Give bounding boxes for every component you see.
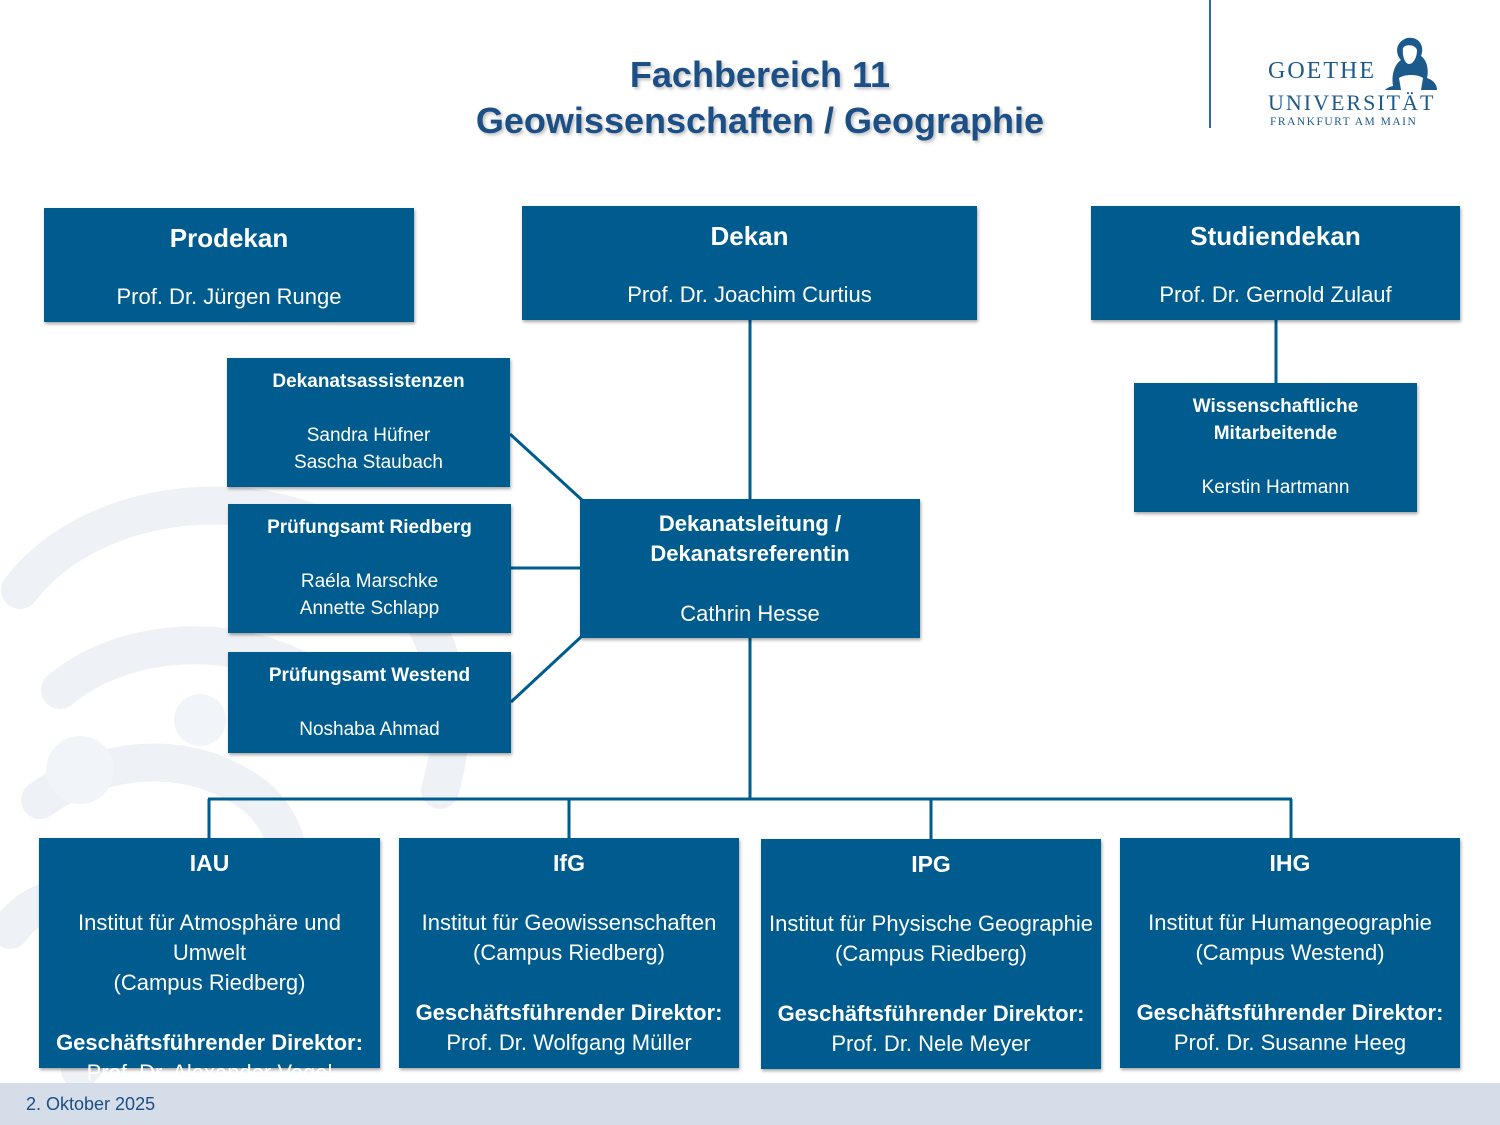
institute-iau-box: IAU Institut für Atmosphäre und Umwelt (… (39, 838, 380, 1085)
title-line-2: Geowissenschaften / Geographie (475, 100, 1045, 141)
dekanatsleitung-name: Cathrin Hesse (680, 601, 820, 626)
connector-pruefungsamt-westend (509, 634, 584, 704)
institute-ipg-director-label: Geschäftsführender Direktor: (777, 1001, 1085, 1026)
wiss-mitarbeitende-role-1: Wissenschaftliche (1192, 396, 1359, 417)
university-logo: GOETHE UNIVERSITÄT FRANKFURT AM MAIN (1265, 34, 1445, 134)
title-line-1: Fachbereich 11 (629, 54, 891, 95)
dekanatsleitung-box: Dekanatsleitung / Dekanatsreferentin Cat… (580, 499, 920, 638)
studiendekan-name: Prof. Dr. Gernold Zulauf (1159, 282, 1392, 307)
institute-ifg-name: Institut für Geowissenschaften (421, 910, 717, 935)
institute-ifg-abbr: IfG (553, 850, 585, 876)
institute-iau-director-label: Geschäftsführender Direktor: (56, 1030, 363, 1055)
logo-text-location: FRANKFURT AM MAIN (1270, 116, 1418, 128)
pruefungsamt-westend-name: Noshaba Ahmad (299, 719, 440, 740)
logo-text-universitaet: UNIVERSITÄT (1268, 90, 1436, 115)
dekanatsleitung-role-1: Dekanatsleitung / (658, 511, 842, 536)
institute-ihg-box: IHG Institut für Humangeographie (Campus… (1120, 838, 1460, 1068)
prodekan-role: Prodekan (169, 223, 289, 253)
institute-iau-name: Institut für Atmosphäre und Umwelt (78, 910, 341, 965)
page-title: Fachbereich 11 Geowissenschaften / Geogr… (380, 52, 1140, 144)
pruefungsamt-riedberg-box: Prüfungsamt Riedberg Raéla Marschke Anne… (228, 504, 511, 633)
logo-text-goethe: GOETHE (1268, 58, 1376, 84)
dekan-name: Prof. Dr. Joachim Curtius (627, 282, 872, 307)
pruefungsamt-riedberg-name-1: Raéla Marschke (300, 571, 439, 592)
institute-ihg-name: Institut für Humangeographie (1148, 910, 1432, 935)
prodekan-box: Prodekan Prof. Dr. Jürgen Runge (44, 208, 414, 322)
studiendekan-box: Studiendekan Prof. Dr. Gernold Zulauf (1091, 206, 1460, 320)
institute-ihg-director-label: Geschäftsführender Direktor: (1136, 1000, 1444, 1025)
logo-divider (1209, 0, 1211, 128)
pruefungsamt-westend-box: Prüfungsamt Westend Noshaba Ahmad (228, 652, 511, 753)
dekan-role: Dekan (710, 221, 789, 251)
institute-iau-abbr: IAU (189, 850, 230, 876)
dekanatsassistenzen-box: Dekanatsassistenzen Sandra Hüfner Sascha… (227, 358, 510, 487)
institute-iau-campus: (Campus Riedberg) (113, 970, 306, 995)
institute-ipg-director: Prof. Dr. Nele Meyer (831, 1031, 1031, 1056)
dekanatsassistenzen-name-2: Sascha Staubach (294, 452, 443, 473)
prodekan-name: Prof. Dr. Jürgen Runge (116, 284, 342, 309)
institute-iau-director: Prof. Dr. Alexander Vogel (86, 1060, 333, 1085)
pruefungsamt-westend-role: Prüfungsamt Westend (268, 665, 471, 686)
institute-ihg-director: Prof. Dr. Susanne Heeg (1173, 1030, 1407, 1055)
dekanatsleitung-role-2: Dekanatsreferentin (650, 541, 850, 566)
footer-bar: 2. Oktober 2025 (0, 1083, 1500, 1125)
pruefungsamt-riedberg-name-2: Annette Schlapp (299, 598, 440, 619)
footer-date: 2. Oktober 2025 (26, 1094, 156, 1114)
institute-ifg-box: IfG Institut für Geowissenschaften (Camp… (399, 838, 739, 1068)
institute-ifg-director: Prof. Dr. Wolfgang Müller (446, 1030, 692, 1055)
institute-ifg-director-label: Geschäftsführender Direktor: (415, 1000, 723, 1025)
studiendekan-role: Studiendekan (1190, 221, 1361, 251)
institute-ipg-name: Institut für Physische Geographie (768, 911, 1094, 936)
institute-ifg-campus: (Campus Riedberg) (473, 940, 665, 965)
pruefungsamt-riedberg-role: Prüfungsamt Riedberg (267, 517, 472, 538)
connector-assistenzen (508, 432, 584, 502)
wiss-mitarbeitende-box: Wissenschaftliche Mitarbeitende Kerstin … (1134, 383, 1417, 512)
institute-ipg-campus: (Campus Riedberg) (835, 941, 1027, 966)
institute-ihg-abbr: IHG (1269, 850, 1311, 876)
wiss-mitarbeitende-role-2: Mitarbeitende (1213, 423, 1338, 444)
dekan-box: Dekan Prof. Dr. Joachim Curtius (522, 206, 977, 320)
wiss-mitarbeitende-name: Kerstin Hartmann (1201, 477, 1350, 498)
dekanatsassistenzen-role: Dekanatsassistenzen (272, 371, 465, 392)
institute-ipg-box: IPG Institut für Physische Geographie (C… (761, 839, 1101, 1069)
institute-ipg-abbr: IPG (911, 851, 951, 877)
goethe-portrait-icon (1385, 37, 1437, 90)
institute-ihg-campus: (Campus Westend) (1195, 940, 1385, 965)
dekanatsassistenzen-name-1: Sandra Hüfner (306, 425, 431, 446)
